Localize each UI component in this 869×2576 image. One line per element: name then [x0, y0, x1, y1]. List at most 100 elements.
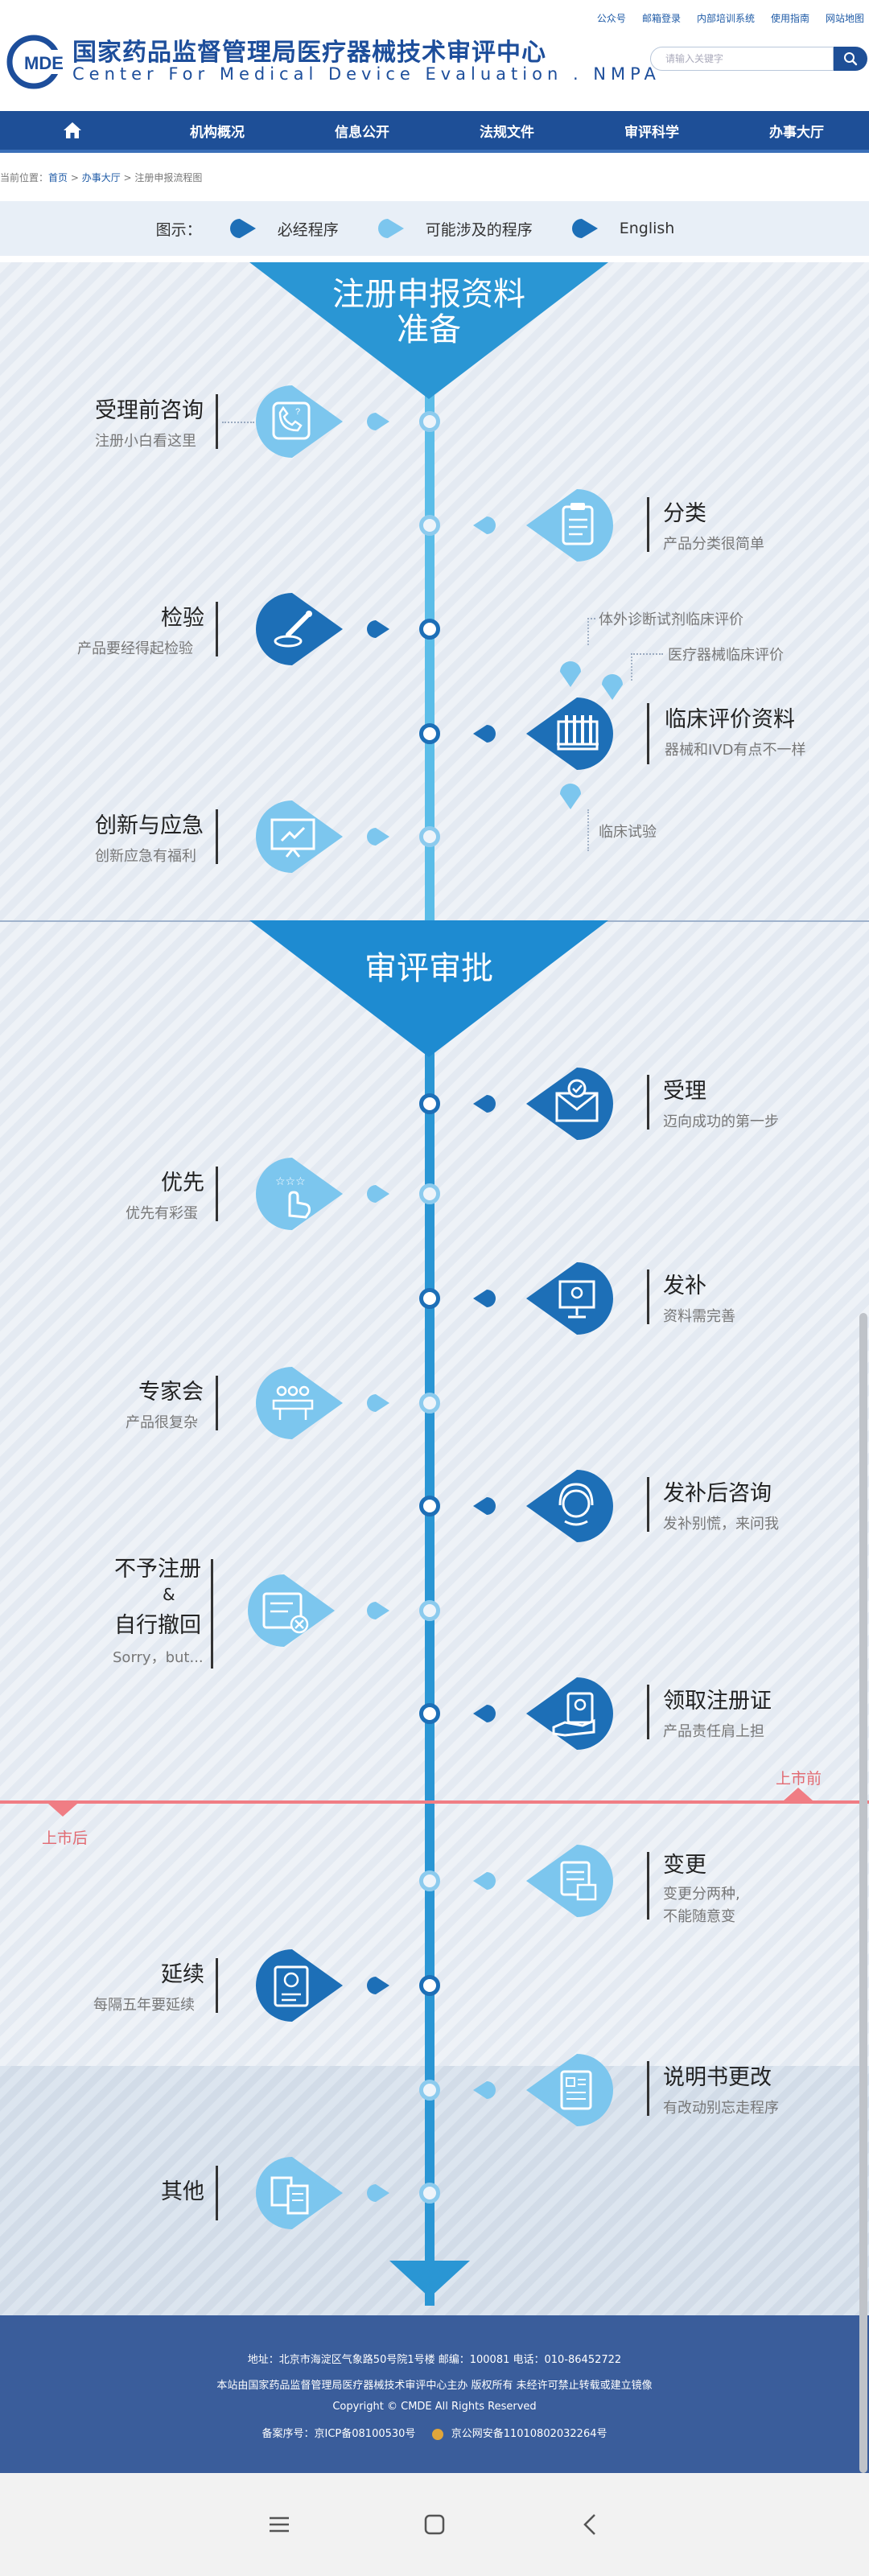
step-priority-title[interactable]: 优先	[161, 1171, 204, 1195]
step-change-sub1: 变更分两种,	[663, 1886, 740, 1903]
step-reject-amp: &	[163, 1585, 175, 1604]
required-drop-icon	[473, 1095, 496, 1113]
review-timeline	[425, 1035, 434, 2306]
headset-icon[interactable]	[525, 1470, 613, 1542]
cmde-logo-icon[interactable]: MDE	[6, 34, 69, 90]
nav-services[interactable]: 办事大厅	[769, 124, 824, 141]
breadcrumb-current: 注册申报流程图	[134, 172, 203, 183]
note-connector	[631, 653, 632, 681]
step-accept-title[interactable]: 受理	[663, 1079, 706, 1104]
site-title-cn: 国家药品监督管理局医疗器械技术审评中心	[72, 39, 546, 67]
step-renew-title[interactable]: 延续	[161, 1962, 204, 1987]
envelope-check-icon[interactable]	[525, 1068, 613, 1140]
document-stack-icon[interactable]	[525, 1845, 613, 1917]
post-market-label: 上市后	[42, 1829, 89, 1847]
timeline-node	[419, 1093, 440, 1114]
legend-english[interactable]: English	[571, 218, 675, 239]
site-header: 公众号 邮箱登录 内部培训系统 使用指南 网站地图 MDE 国家药品监督管理局医…	[0, 0, 869, 111]
optional-drop-icon	[473, 2081, 496, 2099]
step-expert-title[interactable]: 专家会	[138, 1380, 204, 1405]
step-clinical-bar	[647, 703, 649, 764]
stars-hand-icon[interactable]: ☆☆☆	[256, 1158, 344, 1230]
required-drop-icon	[229, 219, 256, 238]
presentation-icon[interactable]	[256, 800, 344, 873]
step-consult-bar	[216, 394, 218, 449]
step-withdraw-title[interactable]: 自行撤回	[114, 1613, 201, 1638]
step-supplement-title[interactable]: 发补	[663, 1274, 706, 1298]
nav-home[interactable]	[0, 121, 145, 139]
search-button[interactable]	[834, 47, 867, 71]
back-button[interactable]	[574, 2508, 606, 2541]
footer-police-link[interactable]: 京公网安备11010802032264号	[451, 2428, 607, 2440]
top-link-training[interactable]: 内部培训系统	[696, 13, 755, 24]
note-device-clinical[interactable]: 医疗器械临床评价	[668, 647, 784, 664]
step-manual-title[interactable]: 说明书更改	[663, 2065, 772, 2090]
back-icon	[583, 2514, 596, 2535]
note-clinical-trial[interactable]: 临床试验	[599, 824, 657, 841]
timeline-node	[419, 1975, 440, 1996]
market-divider-line	[0, 1800, 869, 1804]
legend-label: 图示：	[155, 220, 202, 239]
home-button[interactable]	[418, 2508, 451, 2541]
step-renew-bar	[216, 1958, 218, 2013]
page-scrollbar[interactable]	[859, 1313, 867, 2473]
logo-letters: MDE	[24, 53, 64, 73]
nav-regulations[interactable]: 法规文件	[480, 124, 534, 141]
optional-drop-icon	[367, 1602, 389, 1619]
note-connector	[587, 618, 589, 645]
certificate-hand-icon[interactable]	[525, 1677, 613, 1750]
clipboard-icon[interactable]	[525, 489, 613, 562]
optional-drop-icon	[560, 661, 581, 687]
timeline-node	[419, 1870, 440, 1891]
recent-apps-button[interactable]	[263, 2508, 295, 2541]
menu-icon	[269, 2516, 289, 2533]
search-input[interactable]	[650, 47, 834, 71]
papers-icon[interactable]	[256, 2157, 344, 2229]
phone-icon[interactable]: ?	[256, 385, 344, 458]
step-post-consult-title[interactable]: 发补后咨询	[663, 1481, 772, 1506]
required-drop-icon	[473, 1497, 496, 1515]
system-nav-bar	[0, 2473, 869, 2576]
step-certificate-title[interactable]: 领取注册证	[663, 1689, 772, 1714]
timeline-node	[419, 515, 440, 536]
step-consult-sub: 注册小白看这里	[95, 433, 196, 450]
required-drop-icon	[473, 725, 496, 743]
breadcrumb-services[interactable]: 办事大厅	[81, 172, 121, 183]
step-other-bar	[216, 2166, 218, 2220]
legend-optional: 可能涉及的程序	[377, 218, 533, 240]
required-drop-icon	[473, 1290, 496, 1307]
microscope-icon[interactable]	[256, 593, 344, 665]
step-classify-title[interactable]: 分类	[663, 501, 706, 526]
manual-icon[interactable]	[525, 2054, 613, 2126]
flow-end-arrow-icon	[389, 2261, 470, 2298]
nav-info[interactable]: 信息公开	[335, 124, 389, 141]
step-change-title[interactable]: 变更	[663, 1853, 706, 1878]
top-link-mail-login[interactable]: 邮箱登录	[641, 13, 681, 24]
legend-english-label[interactable]: English	[619, 220, 675, 237]
top-link-guide[interactable]: 使用指南	[770, 13, 809, 24]
english-drop-icon	[571, 219, 598, 238]
form-cancel-icon[interactable]	[248, 1574, 336, 1647]
step-consult-connector	[222, 422, 254, 423]
top-link-sitemap[interactable]: 网站地图	[825, 13, 864, 24]
note-ivd-clinical[interactable]: 体外诊断试剂临床评价	[599, 611, 743, 628]
step-reject-title[interactable]: 不予注册	[114, 1557, 201, 1582]
step-test-title[interactable]: 检验	[161, 606, 204, 631]
step-innovate-title[interactable]: 创新与应急	[95, 813, 204, 838]
meeting-icon[interactable]	[256, 1367, 344, 1439]
footer-icp-link[interactable]: 备案序号：京ICP备08100530号	[262, 2428, 416, 2440]
top-link-wechat[interactable]: 公众号	[596, 13, 626, 24]
legend-optional-label: 可能涉及的程序	[425, 220, 533, 239]
nav-about[interactable]: 机构概况	[190, 124, 245, 141]
breadcrumb-home[interactable]: 首页	[48, 172, 68, 183]
test-tubes-icon[interactable]	[525, 697, 613, 770]
monitor-icon[interactable]	[525, 1262, 613, 1335]
step-consult-title[interactable]: 受理前咨询	[95, 398, 204, 423]
site-title-en: Center For Medical Device Evaluation . N…	[72, 64, 661, 84]
step-other-title[interactable]: 其他	[161, 2179, 204, 2204]
optional-drop-icon	[377, 219, 404, 238]
nav-science[interactable]: 审评科学	[624, 124, 679, 141]
badge-document-icon[interactable]	[256, 1949, 344, 2022]
step-manual-sub: 有改动别忘走程序	[663, 2100, 779, 2117]
step-clinical-title[interactable]: 临床评价资料	[665, 707, 795, 732]
